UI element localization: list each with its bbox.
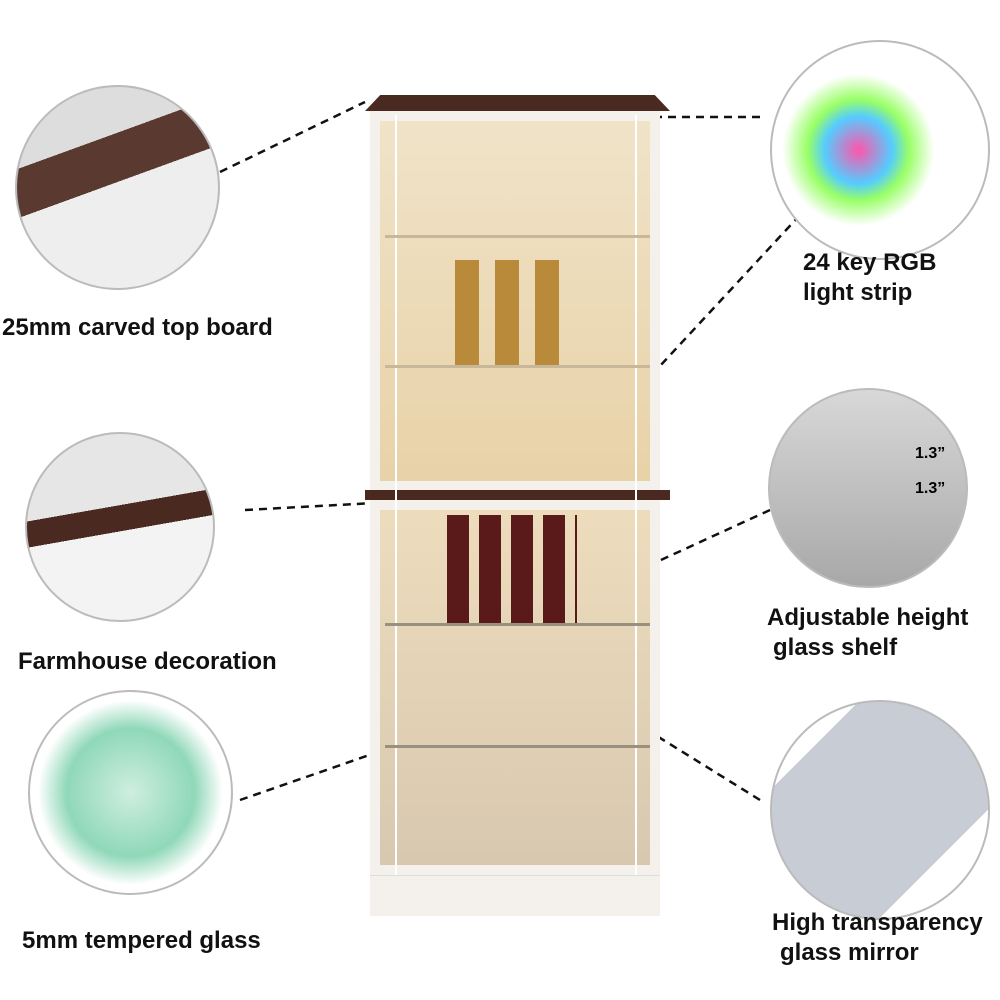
farmhouse-detail-image	[25, 432, 215, 622]
mirror-label: High transparency glass mirror	[772, 908, 983, 968]
door-frame-right	[635, 115, 637, 875]
mirror-label-line1: High transparency	[772, 909, 983, 936]
mirror-label-line2: glass mirror	[780, 939, 919, 966]
top-board	[365, 95, 670, 111]
mirror-image	[770, 700, 990, 920]
top-board-label: 25mm carved top board	[2, 314, 273, 341]
glass-shelf	[385, 745, 650, 748]
glass-shelf	[385, 365, 650, 368]
base	[370, 875, 660, 916]
farmhouse-label: Farmhouse decoration	[18, 648, 277, 675]
corner-cabinet	[365, 95, 670, 916]
shelf-label: Adjustable height glass shelf	[767, 603, 968, 663]
wine-bottles	[447, 515, 577, 623]
spacing-label: 1.3”	[915, 445, 946, 462]
top-board-detail-image	[15, 85, 220, 290]
light-strip-label-line2: light strip	[803, 279, 913, 306]
shelf-label-line2: glass shelf	[773, 634, 898, 661]
shelf-label-line1: Adjustable height	[767, 604, 969, 631]
spacing-label: 1.3”	[915, 480, 946, 497]
shelf-detail-image: 1.3” 1.3”	[768, 388, 968, 588]
glass-shelf	[385, 235, 650, 238]
liquor-bottles	[455, 260, 565, 365]
tempered-glass-image	[28, 690, 233, 895]
glass-label: 5mm tempered glass	[22, 927, 261, 954]
door-frame-left	[395, 115, 397, 875]
glass-shelf	[385, 623, 650, 626]
middle-board	[365, 490, 670, 500]
light-strip-label-line1: 24 key RGB	[803, 249, 937, 276]
light-strip-image	[770, 40, 990, 260]
light-strip-label: 24 key RGB light strip	[803, 248, 936, 308]
